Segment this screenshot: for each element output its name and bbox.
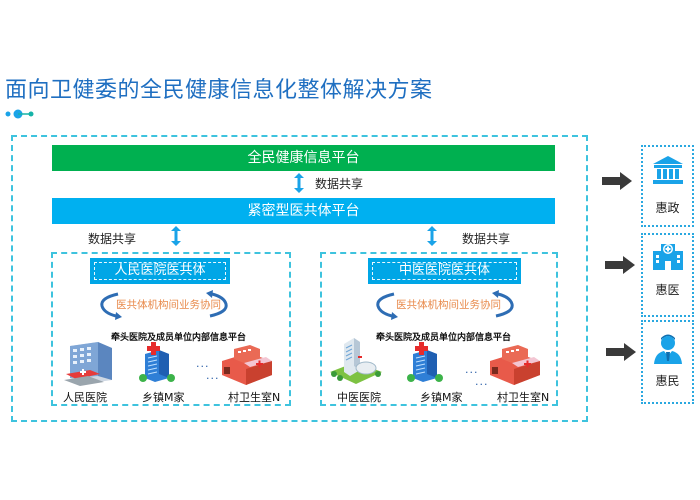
alliance-box-people-hospital — [51, 252, 291, 406]
person-icon — [653, 334, 682, 364]
internal-platform-label: 牵头医院及成员单位内部信息平台 — [111, 333, 247, 343]
internal-platform-label: 牵头医院及成员单位内部信息平台 — [376, 333, 512, 343]
member-label: 人民医院 — [63, 391, 107, 404]
alliance-name: 人民医院医共体 — [94, 262, 226, 280]
member-label: 中医医院 — [337, 391, 381, 404]
right-arrow-icon — [602, 172, 632, 190]
data-share-label-left: 数据共享 — [88, 232, 137, 246]
right-arrow-icon — [605, 256, 635, 274]
member-label: 村卫生室N — [228, 391, 281, 404]
collaboration-cycle: 医共体机构间业务协同 — [370, 290, 520, 320]
right-arrow-icon — [606, 343, 636, 361]
township-clinic-icon — [407, 342, 443, 382]
cycle-arrows-icon — [376, 290, 514, 320]
government-building-icon — [652, 156, 683, 184]
data-share-label-top: 数据共享 — [315, 177, 364, 191]
hospital-icon — [652, 244, 683, 270]
bidirectional-arrow-icon — [294, 173, 304, 193]
collaboration-cycle: 医共体机构间业务协同 — [94, 290, 234, 320]
ellipsis: ··· — [475, 378, 489, 391]
national-health-platform-bar: 全民健康信息平台 — [52, 145, 555, 171]
bidirectional-arrow-icon — [171, 226, 181, 246]
alliance-name: 中医医院医共体 — [372, 262, 517, 280]
township-clinic-icon — [139, 342, 175, 382]
village-clinic-icon — [222, 345, 272, 385]
alliance-platform-bar: 紧密型医共体平台 — [52, 198, 555, 224]
bidirectional-arrow-icon — [427, 226, 437, 246]
alliance-header: 人民医院医共体 — [90, 258, 230, 284]
ellipsis: ··· — [465, 366, 479, 379]
benefit-label: 惠政 — [655, 201, 680, 215]
alliance-header: 中医医院医共体 — [368, 258, 521, 284]
cycle-arrows-icon — [100, 290, 228, 320]
benefit-label: 惠民 — [655, 374, 680, 388]
benefit-label: 惠医 — [655, 283, 680, 297]
hospital-building-icon — [64, 342, 112, 386]
collaboration-label: 医共体机构间业务协同 — [116, 299, 221, 311]
member-label: 乡镇M家 — [142, 391, 185, 404]
benefit-medical: 惠医 — [641, 233, 694, 317]
benefit-people: 惠民 — [641, 320, 694, 404]
collaboration-label: 医共体机构间业务协同 — [396, 299, 501, 311]
alliance-box-tcm-hospital — [320, 252, 558, 406]
ellipsis: ··· — [196, 360, 210, 373]
page-title: 面向卫健委的全民健康信息化整体解决方案 — [5, 78, 433, 103]
member-label: 村卫生室N — [497, 391, 550, 404]
solution-container — [11, 135, 588, 422]
village-clinic-icon — [490, 345, 540, 385]
data-share-label-right: 数据共享 — [462, 232, 511, 246]
ellipsis: ··· — [206, 372, 220, 385]
member-label: 乡镇M家 — [420, 391, 463, 404]
decorative-dots-icon — [5, 109, 34, 119]
tcm-hospital-building-icon — [330, 338, 382, 384]
benefit-government: 惠政 — [641, 145, 694, 227]
